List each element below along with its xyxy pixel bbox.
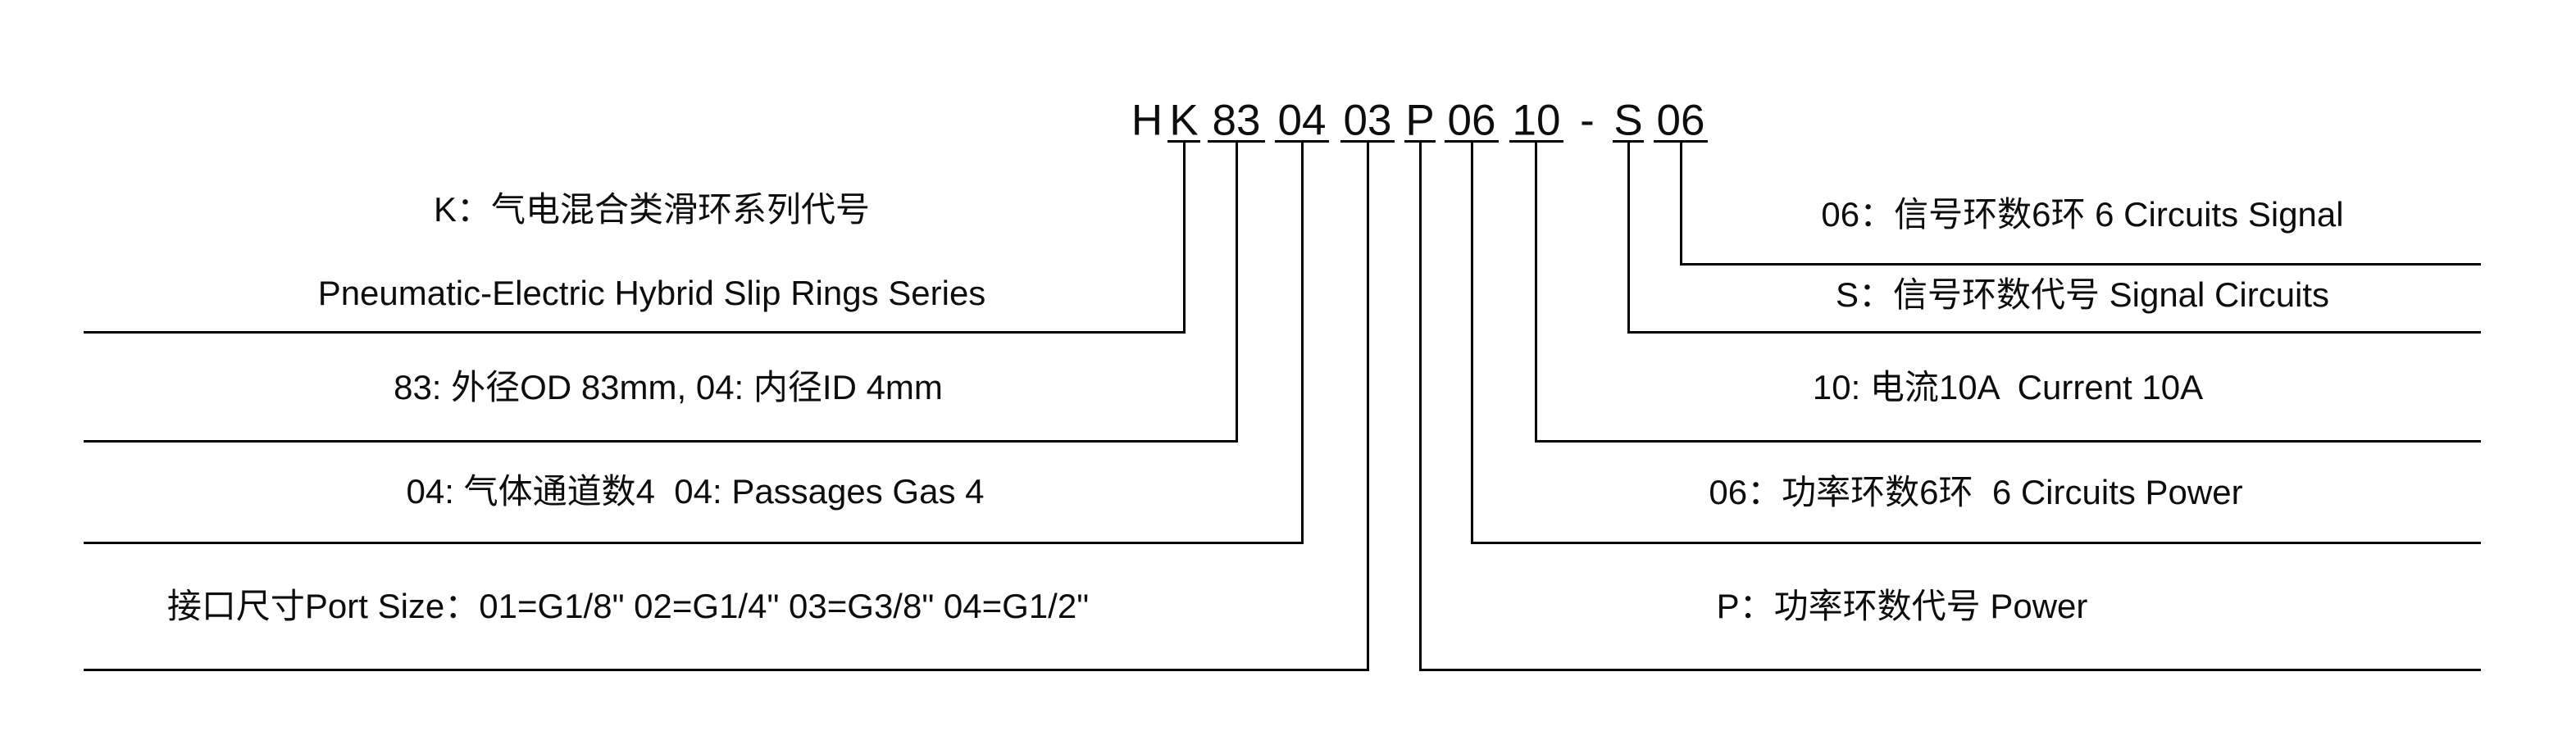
label-power-code: P：功率环数代号 Power: [1716, 586, 2088, 625]
legend-line-power-code: [1419, 669, 2481, 671]
code-token-83: 83: [1212, 96, 1261, 145]
underline-10: [1509, 140, 1563, 143]
legend-line-signal-code: [1627, 331, 2481, 334]
code-token-04-inner-diameter: 04: [1277, 96, 1327, 145]
legend-line-port-size: [84, 669, 1369, 671]
label-gas-passages: 04: 气体通道数4 04: Passages Gas 4: [406, 471, 985, 511]
connector-vertical-p: [1419, 143, 1422, 671]
label-current: 10: 电流10A Current 10A: [1812, 367, 2204, 406]
underline-83: [1208, 140, 1265, 143]
label-series-en: Pneumatic-Electric Hybrid Slip Rings Ser…: [317, 273, 986, 312]
legend-line-od-id: [84, 440, 1238, 443]
connector-vertical-k: [1183, 143, 1186, 334]
label-port-size: 接口尺寸Port Size：01=G1/8" 02=G1/4" 03=G3/8"…: [166, 586, 1090, 625]
underline-p: [1404, 140, 1436, 143]
underline-06-power: [1445, 140, 1499, 143]
connector-vertical-10: [1535, 143, 1537, 443]
underline-06-signal: [1654, 140, 1708, 143]
underline-k: [1167, 140, 1200, 143]
legend-line-current: [1535, 440, 2481, 443]
code-token-10-current: 10: [1512, 96, 1561, 145]
legend-line-signal-circuits: [1680, 263, 2481, 266]
code-token-k: K: [1169, 96, 1199, 145]
connector-vertical-04: [1301, 143, 1304, 544]
connector-vertical-06-power: [1471, 143, 1473, 544]
code-token-03-port: 03: [1343, 96, 1392, 145]
connector-vertical-s: [1627, 143, 1630, 334]
label-series-cn: K：气电混合类滑环系列代号: [433, 189, 871, 229]
legend-line-series: [84, 331, 1186, 334]
code-token-p: P: [1405, 96, 1435, 145]
code-token-06-power: 06: [1447, 96, 1496, 145]
underline-03: [1340, 140, 1395, 143]
legend-line-power-circuits: [1471, 542, 2481, 544]
underline-s: [1613, 140, 1644, 143]
label-signal-code: S：信号环数代号 Signal Circuits: [1835, 275, 2330, 314]
label-signal-circuits: 06：信号环数6环 6 Circuits Signal: [1821, 194, 2344, 234]
code-token-s: S: [1613, 96, 1643, 145]
code-token-dash: -: [1580, 96, 1595, 145]
code-token-06-signal: 06: [1656, 96, 1705, 145]
label-od-id: 83: 外径OD 83mm, 04: 内径ID 4mm: [394, 367, 943, 406]
connector-vertical-83: [1236, 143, 1238, 443]
connector-vertical-06-signal: [1680, 143, 1682, 266]
code-token-h: H: [1131, 96, 1163, 145]
underline-04: [1275, 140, 1329, 143]
connector-vertical-03: [1367, 143, 1369, 671]
label-power-circuits: 06：功率环数6环 6 Circuits Power: [1709, 472, 2243, 511]
legend-line-gas-passages: [84, 542, 1304, 544]
